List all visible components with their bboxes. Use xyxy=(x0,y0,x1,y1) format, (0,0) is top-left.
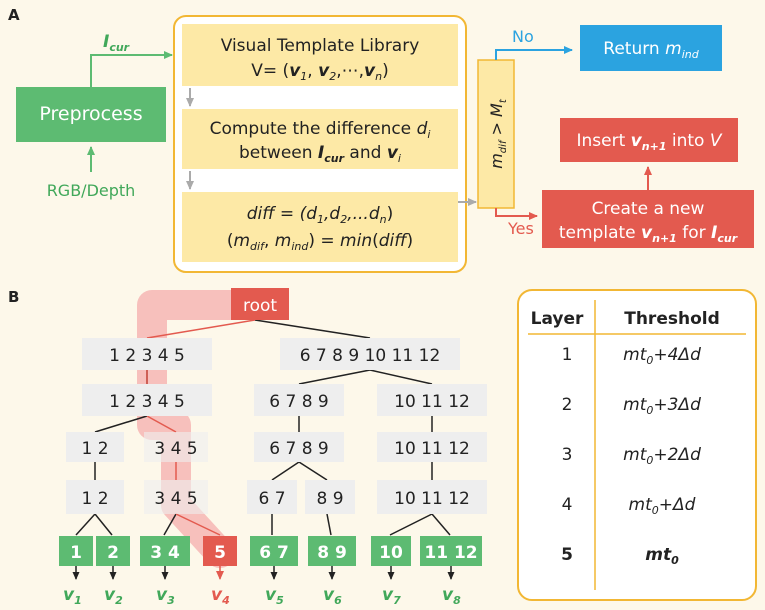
tree-node-label: 1 2 xyxy=(81,439,108,459)
compute-difference-box xyxy=(182,109,458,169)
no-arrow xyxy=(495,46,573,60)
tree-node-l3-b xyxy=(144,432,208,462)
tree-root-label: root xyxy=(243,296,277,316)
panel-b-label: B xyxy=(8,288,19,306)
table-header-layer: Layer xyxy=(531,309,584,329)
tree-node-label: 6 7 8 9 xyxy=(269,439,328,459)
tree-node-label: 6 7 8 9 10 11 12 xyxy=(300,346,441,366)
leaf-label: 3 4 xyxy=(150,543,180,563)
tree-node-l2-mid xyxy=(254,384,344,416)
tree-root xyxy=(231,288,289,320)
table-header-threshold: Threshold xyxy=(624,309,720,329)
table-row-layer: 2 xyxy=(562,395,573,415)
threshold-table xyxy=(517,289,757,601)
table-row-layer: 4 xyxy=(562,495,573,515)
yes-arrow xyxy=(495,208,538,220)
leaf-node-7 xyxy=(371,536,411,566)
leaf-node-6 xyxy=(308,536,356,566)
no-label: No xyxy=(512,27,534,46)
tree-node-label: 10 11 12 xyxy=(394,392,470,412)
tree-node-label: 6 7 xyxy=(258,489,285,509)
leaf-node-3 xyxy=(140,536,190,566)
icur-arrow xyxy=(90,51,173,87)
leaf-label: 11 12 xyxy=(424,543,477,563)
tree-node-label: 1 2 3 4 5 xyxy=(109,392,185,412)
yes-label: Yes xyxy=(507,219,534,238)
tree-node-l4-b xyxy=(144,480,208,514)
leaf-label: 5 xyxy=(214,543,226,563)
leaf-label: 2 xyxy=(107,543,119,563)
preprocess-box xyxy=(16,87,166,142)
tree-node-l2-right xyxy=(377,384,487,416)
tree-node-label: 10 11 12 xyxy=(394,489,470,509)
tree-node-l1-right xyxy=(280,338,460,370)
leaf-label: 10 xyxy=(379,543,403,563)
table-row-threshold: mt0 xyxy=(645,545,679,567)
tree-node-label: 1 2 3 4 5 xyxy=(109,346,185,366)
panel-a-label: A xyxy=(8,6,20,24)
compute-line2: between Icur and vi xyxy=(239,143,401,165)
tree-node-l4-c xyxy=(247,480,297,514)
tree-node-label: 10 11 12 xyxy=(394,439,470,459)
tree-node-label: 8 9 xyxy=(316,489,343,509)
library-v-formula: V= (v1, v2,⋯,vn) xyxy=(251,61,388,83)
table-row-threshold: mt0+Δd xyxy=(629,495,696,517)
icur-label: Icur xyxy=(103,32,130,54)
leaf-label: 1 xyxy=(70,543,82,563)
leaf-label: 8 9 xyxy=(317,543,347,563)
tree-node-label: 3 4 5 xyxy=(154,439,197,459)
create-line2: template vn+1 for Icur xyxy=(559,223,738,245)
library-title: Visual Template Library xyxy=(221,36,420,56)
tree-node-l2-left xyxy=(82,384,212,416)
leaf-node-5 xyxy=(250,536,298,566)
leaf-node-8 xyxy=(420,536,482,566)
table-row-layer: 3 xyxy=(562,445,573,465)
insert-label: Insert vn+1 into V xyxy=(577,131,723,153)
tree-edges xyxy=(75,319,451,536)
leaf-label: 6 7 xyxy=(259,543,289,563)
insert-box xyxy=(560,118,738,162)
table-row-threshold: mt0+2Δd xyxy=(623,445,701,467)
tree-path-edges xyxy=(146,319,256,536)
leaf-node-4 xyxy=(203,536,237,566)
tree-node-l4-d xyxy=(305,480,355,514)
compute-line1: Compute the difference di xyxy=(210,119,431,141)
leaf-nodes: 1 2 3 4 5 6 7 8 9 10 11 12 xyxy=(59,536,482,566)
preprocess-label: Preprocess xyxy=(39,103,142,125)
table-row-threshold: mt0+4Δd xyxy=(623,345,701,367)
diff-line1: diff = (d1,d2,...dn) xyxy=(247,204,394,226)
rgb-depth-label: RGB/Depth xyxy=(47,181,136,200)
create-template-box xyxy=(542,190,754,248)
tree-node-l3-c xyxy=(254,432,344,462)
tree-node-l4-e xyxy=(377,480,487,514)
table-row-layer: 5 xyxy=(561,545,573,565)
tree-node-l3-d xyxy=(377,432,487,462)
tree-node-label: 6 7 8 9 xyxy=(269,392,328,412)
diff-min-box xyxy=(182,192,458,262)
tree-node-label: 3 4 5 xyxy=(154,489,197,509)
condition-text: mdif > Mt xyxy=(487,98,509,169)
table-row-threshold: mt0+3Δd xyxy=(623,395,701,417)
leaf-node-1 xyxy=(59,536,93,566)
tree-node-l1-left xyxy=(82,338,212,370)
table-row-layer: 1 xyxy=(562,345,573,365)
create-line1: Create a new xyxy=(592,199,705,219)
tree-node-l3-a xyxy=(66,432,124,462)
output-arrows xyxy=(72,566,455,580)
diff-line2: (mdif, mind) = min(diff) xyxy=(227,231,413,253)
template-library-box xyxy=(182,24,458,86)
tree-node-l4-a xyxy=(66,480,124,514)
tree-node-label: 1 2 xyxy=(81,489,108,509)
leaf-node-2 xyxy=(96,536,130,566)
return-label: Return mind xyxy=(603,39,699,61)
return-box xyxy=(580,25,722,71)
